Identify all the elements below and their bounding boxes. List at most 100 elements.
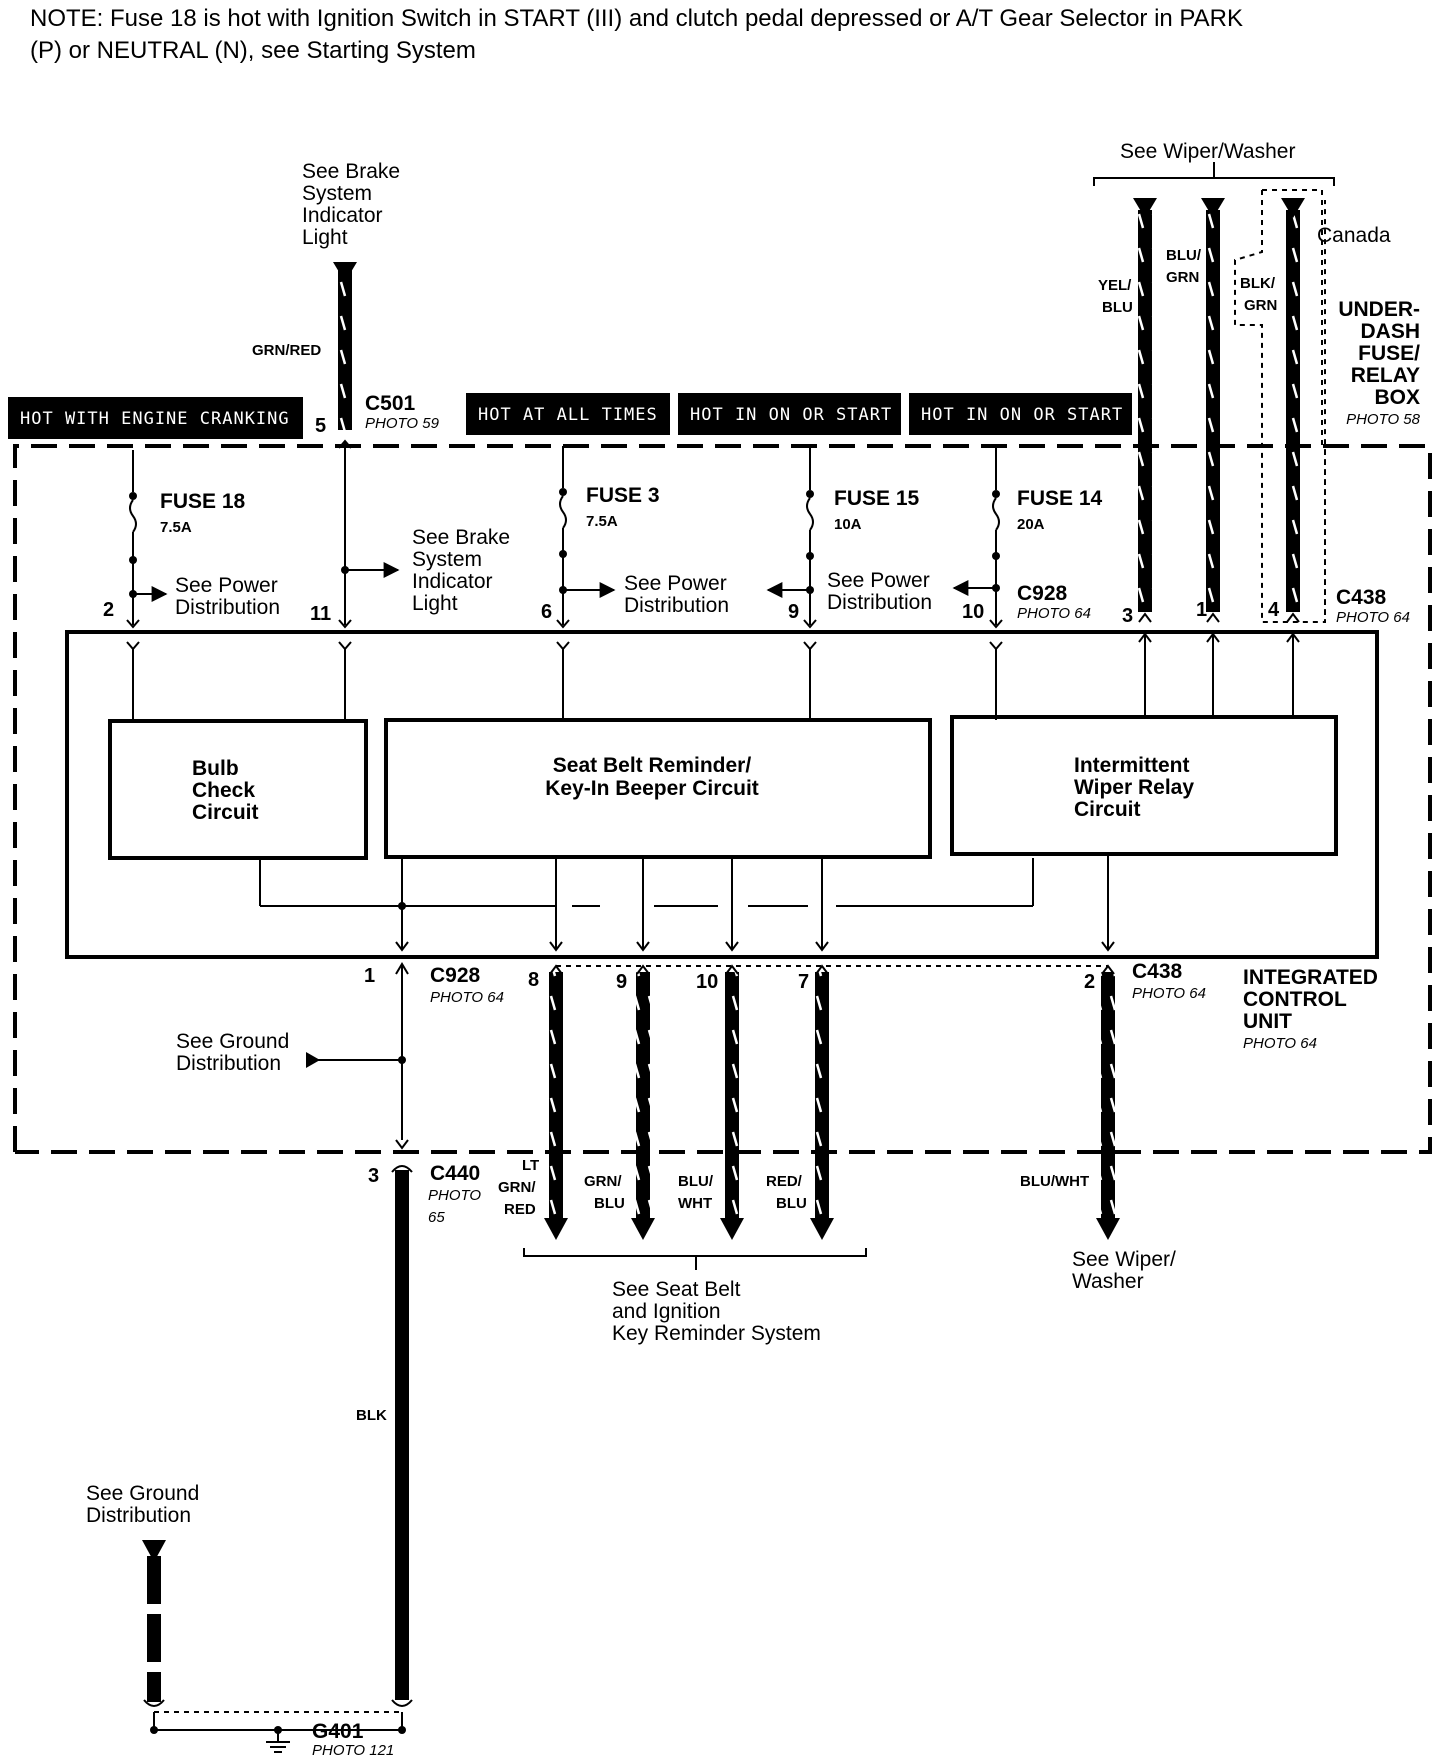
hot-label-2: HOT AT ALL TIMES [466,393,670,435]
fuse-18-name: FUSE 18 [160,490,246,513]
hot-label-3: HOT IN ON OR START [678,393,901,435]
c438-top-name: C438 [1336,586,1387,609]
fuse-15-name: FUSE 15 [834,487,920,510]
c438-bottom-photo: PHOTO 64 [1132,985,1206,1002]
ground-dist-bottom-2: Distribution [86,1504,191,1527]
brake-ref-top-1: See Brake [302,160,400,183]
bulb-check-circuit: Bulb Check Circuit [108,719,368,860]
power-dist-2-line2: Distribution [624,594,729,617]
pin-7-bottom: 7 [798,971,809,993]
svg-text:Circuit: Circuit [192,801,259,824]
c501-branch: See Brake System Indicator Light GRN/RED… [252,160,510,720]
fuse-3-rating: 7.5A [586,513,618,530]
wire-lt-grn-red-1: LT [522,1157,539,1174]
wire-red-blu-2: BLU [776,1195,807,1212]
icu-box [65,630,1379,959]
svg-text:Key-In Beeper Circuit: Key-In Beeper Circuit [545,777,759,800]
pin-11: 11 [310,603,331,625]
pin-2: 2 [103,599,114,621]
power-dist-3-line1: See Power [827,569,930,592]
pin-9: 9 [788,601,799,623]
hot-label-1: HOT WITH ENGINE CRANKING [8,397,303,439]
svg-text:HOT IN ON OR START: HOT IN ON OR START [921,405,1123,425]
power-dist-3-line2: Distribution [827,591,932,614]
fuse-14-branch: FUSE 14 20A C928 PHOTO 64 10 [952,446,1103,720]
c501-photo: PHOTO 59 [365,415,440,432]
fuse-box-boundary [13,444,1432,1154]
svg-text:CONTROL: CONTROL [1243,988,1347,1011]
wire-lt-grn-red-2: GRN/ [498,1179,536,1196]
svg-text:PHOTO 64: PHOTO 64 [1243,1035,1317,1052]
brake-ref-top-4: Light [302,226,348,249]
fuse-18-rating: 7.5A [160,519,192,536]
ground-ref-1: See Ground [176,1030,289,1053]
brake-ref-top-2: System [302,182,372,205]
c928-bottom-photo: PHOTO 64 [430,989,504,1006]
svg-text:FUSE/: FUSE/ [1358,342,1420,365]
fuse-18-branch: FUSE 18 7.5A See Power Distribution 2 [103,450,280,720]
brake-ref-mid-3: Indicator [412,570,493,593]
seat-belt-ref-3: Key Reminder System [612,1322,821,1345]
svg-text:PHOTO 58: PHOTO 58 [1346,411,1421,428]
c440-name: C440 [430,1162,480,1185]
svg-text:UNIT: UNIT [1243,1010,1292,1033]
canada-label: Canada [1317,224,1391,247]
wiper-top-wires: See Wiper/Washer Canada YEL/ BLU BLU/ GR… [1093,140,1410,718]
svg-text:Check: Check [192,779,255,802]
wire-blu-wht-single: BLU/WHT [1020,1173,1089,1190]
wiper-washer-top-ref: See Wiper/Washer [1120,140,1295,163]
svg-text:HOT IN ON OR START: HOT IN ON OR START [690,405,892,425]
c928-bottom-name: C928 [430,964,481,987]
ground-dist-bottom-1: See Ground [86,1482,199,1505]
c438-bottom-name: C438 [1132,960,1183,983]
pin-3-bottom: 3 [368,1165,379,1187]
internal-ground-bus [259,858,1034,952]
hot-label-4: HOT IN ON OR START [909,393,1132,435]
wire-blk-grn-1: BLK/ [1240,275,1276,292]
g401-photo: PHOTO 121 [312,1742,394,1758]
svg-text:Intermittent: Intermittent [1074,754,1190,777]
svg-text:INTEGRATED: INTEGRATED [1243,966,1378,989]
svg-text:Circuit: Circuit [1074,798,1141,821]
seat-belt-circuit: Seat Belt Reminder/ Key-In Beeper Circui… [384,718,932,859]
svg-text:Bulb: Bulb [192,757,239,780]
pin-5: 5 [315,415,326,437]
c440-photo-num: 65 [428,1209,445,1226]
bottom-outputs: 8 9 10 7 2 C928 PHOTO 64 C438 PHOTO 64 L… [430,854,1206,1345]
pin-9-bottom: 9 [616,971,627,993]
fuse-14-name: FUSE 14 [1017,487,1103,510]
c501-name: C501 [365,392,416,415]
wiper-relay-circuit: Intermittent Wiper Relay Circuit [950,715,1338,856]
pin-2-bottom: 2 [1084,971,1095,993]
svg-text:HOT AT ALL TIMES: HOT AT ALL TIMES [478,405,658,425]
wire-blu-grn-2: GRN [1166,269,1199,286]
wire-blu-grn-1: BLU/ [1166,247,1202,264]
pin-6: 6 [541,601,552,623]
brake-ref-mid-4: Light [412,592,458,615]
g401-name: G401 [312,1720,364,1743]
brake-ref-top-3: Indicator [302,204,383,227]
wire-blu-wht-2: WHT [678,1195,712,1212]
fuse-3-name: FUSE 3 [586,484,660,507]
svg-text:UNDER-: UNDER- [1338,298,1420,321]
wire-lt-grn-red-3: RED [504,1201,536,1218]
fuse-14-rating: 20A [1017,516,1045,533]
wire-yel-blu-2: BLU [1102,299,1133,316]
power-dist-1-line2: Distribution [175,596,280,619]
wire-grn-blu-2: BLU [594,1195,625,1212]
fuse-box-label: UNDER- DASH FUSE/ RELAY BOX PHOTO 58 [1338,298,1420,428]
c438-top-photo: PHOTO 64 [1336,609,1410,626]
wire-blk: BLK [356,1407,387,1424]
wire-blu-wht-1: BLU/ [678,1173,714,1190]
c928-top-name: C928 [1017,582,1068,605]
note-line-1: NOTE: Fuse 18 is hot with Ignition Switc… [30,5,1243,32]
wiper-washer-bottom-1: See Wiper/ [1072,1248,1176,1271]
brake-ref-mid-1: See Brake [412,526,510,549]
fuse-15-rating: 10A [834,516,862,533]
svg-text:DASH: DASH [1360,320,1420,343]
icu-label: INTEGRATED CONTROL UNIT PHOTO 64 [1243,966,1378,1052]
svg-text:HOT WITH ENGINE CRANKING: HOT WITH ENGINE CRANKING [20,409,290,429]
pin-4-top: 4 [1268,599,1280,621]
